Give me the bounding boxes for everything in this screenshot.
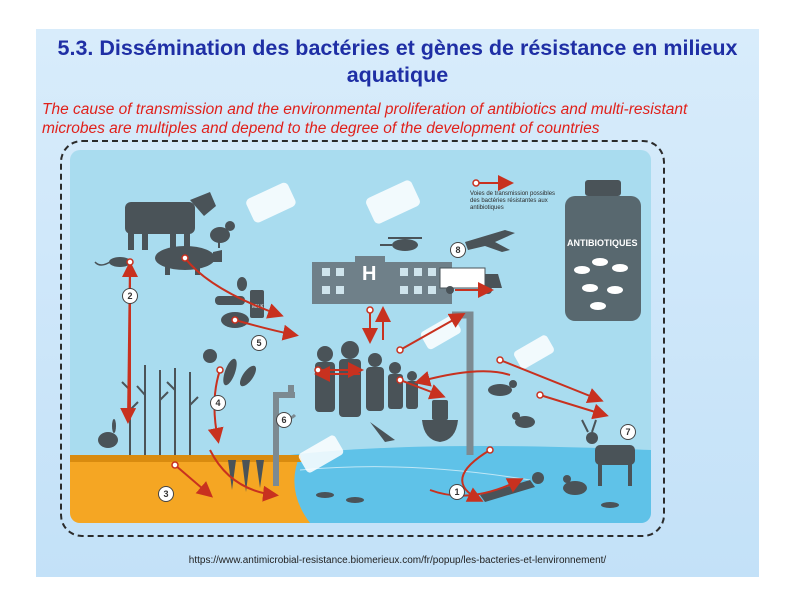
route-number-4: 4 [210, 395, 226, 411]
cat-icon [488, 380, 517, 396]
route-number-6: 6 [276, 412, 292, 428]
helicopter-icon [380, 237, 422, 251]
route-number-8: 8 [450, 242, 466, 258]
cow-icon [125, 192, 216, 250]
airplane-icon [465, 230, 515, 252]
route-number-2: 2 [122, 288, 138, 304]
illustration-frame [60, 140, 665, 537]
legend-arrow [472, 175, 514, 191]
carrots-icon [228, 460, 264, 492]
fish-icon [316, 492, 619, 508]
antibiotics-bottle-icon: ANTIBIOTIQUES [565, 180, 641, 321]
hospital-icon: H [312, 256, 452, 304]
route-number-3: 3 [158, 486, 174, 502]
transmission-origin-dots [126, 254, 544, 469]
illustration: MILK [70, 150, 651, 523]
duck-icon [563, 475, 587, 495]
legend-text: Voies de transmission possibles des bact… [470, 191, 556, 211]
deer-icon [581, 419, 635, 486]
rabbit-icon [98, 419, 118, 448]
antibiotics-label: ANTIBIOTIQUES [567, 238, 638, 248]
illustration-svg: MILK [70, 150, 651, 523]
bird-icon [370, 422, 395, 442]
water-area [290, 446, 651, 523]
soil-area [70, 455, 310, 523]
route-number-5: 5 [251, 335, 267, 351]
slide-subtitle: The cause of transmission and the enviro… [42, 101, 688, 137]
vegetables-icon [203, 349, 257, 387]
hospital-label: H [362, 263, 376, 285]
chicken-icon [210, 221, 235, 248]
slide-title: 5.3. Dissémination des bactéries et gène… [57, 36, 738, 87]
route-number-7: 7 [620, 424, 636, 440]
dog-icon [512, 412, 535, 428]
toilet-icon [422, 400, 458, 442]
route-number-1: 1 [449, 484, 465, 500]
meat-icon: MILK [215, 277, 264, 328]
